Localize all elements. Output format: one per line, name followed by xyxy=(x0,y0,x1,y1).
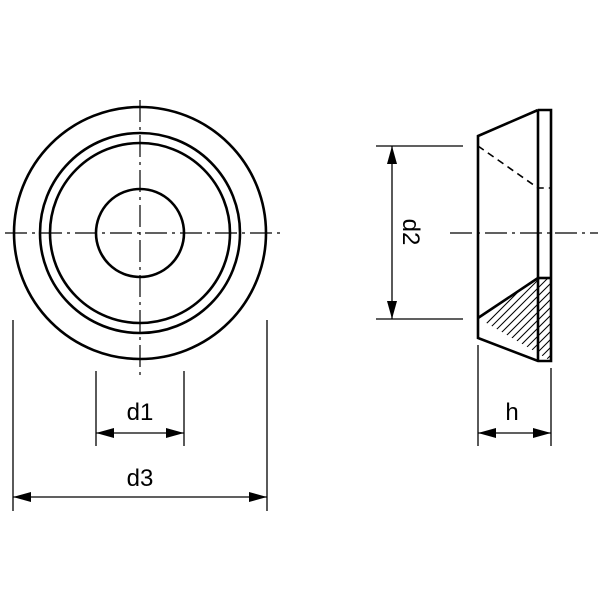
front-view: d1 d3 xyxy=(5,100,282,511)
h-label: h xyxy=(505,399,518,426)
side-view: d2 h xyxy=(376,108,598,446)
washer-profile-outline xyxy=(476,108,553,363)
d2-arrow-top xyxy=(387,146,397,164)
d2-label: d2 xyxy=(397,219,424,246)
countersink-cut-edge xyxy=(477,276,539,320)
h-arrow-right xyxy=(533,428,551,438)
d3-arrow-right xyxy=(249,492,267,502)
h-arrow-left xyxy=(478,428,496,438)
d1-label: d1 xyxy=(127,399,154,426)
countersink-outer-circle xyxy=(38,131,242,335)
d2-arrow-bottom xyxy=(387,301,397,319)
bore-circle-d1 xyxy=(94,187,186,279)
outer-circle-d3 xyxy=(12,105,268,361)
d3-label: d3 xyxy=(127,465,154,492)
d1-arrow-right xyxy=(166,428,184,438)
hidden-countersink-line xyxy=(477,145,551,189)
countersink-inner-circle xyxy=(48,141,232,325)
d1-arrow-left xyxy=(96,428,114,438)
d3-arrow-left xyxy=(13,492,31,502)
